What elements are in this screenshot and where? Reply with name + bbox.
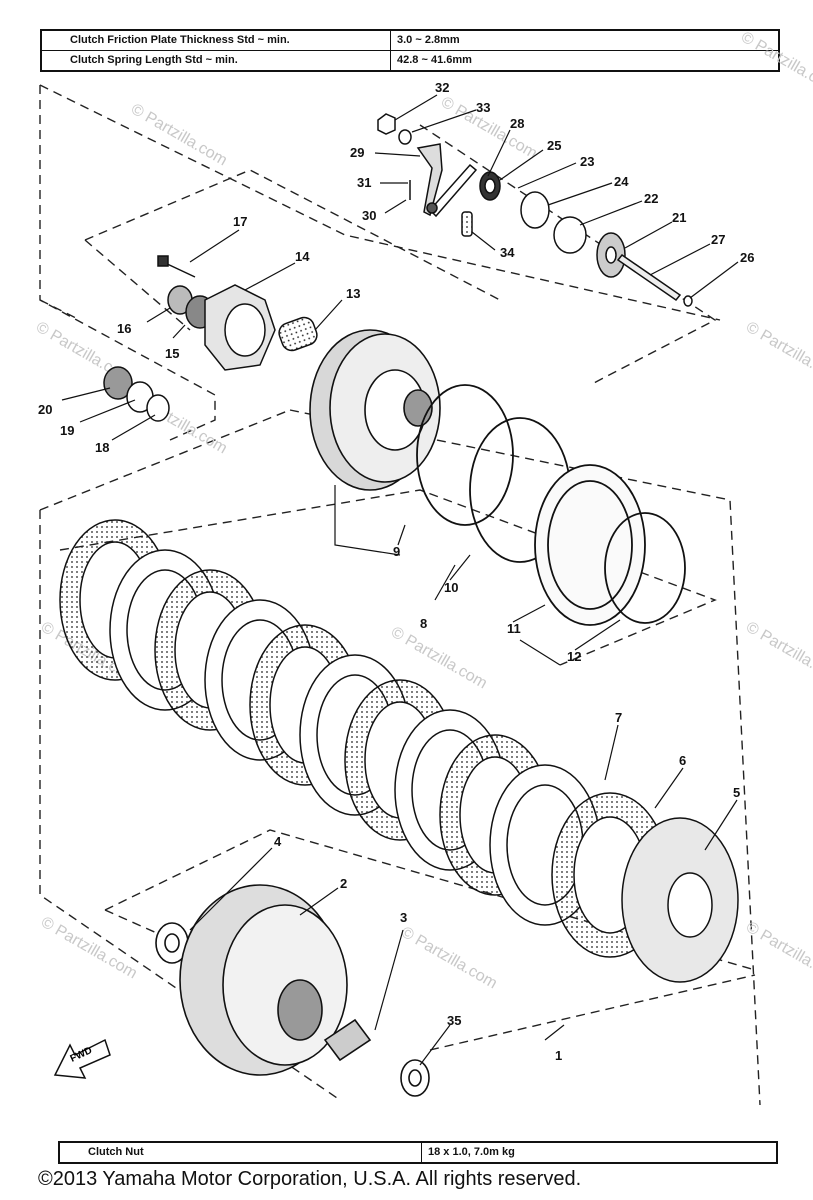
callout-13: 13	[346, 286, 360, 301]
callout-3: 3	[400, 910, 407, 925]
plate-part	[553, 216, 587, 254]
ring-part	[416, 384, 514, 526]
housing-center	[403, 389, 433, 427]
clutch-boss-assembly	[103, 255, 318, 422]
callout-14: 14	[295, 249, 310, 264]
spring-part	[461, 211, 473, 237]
washer-part	[146, 394, 170, 422]
plate-stack	[59, 519, 739, 983]
callout-17: 17	[233, 214, 247, 229]
callout-29: 29	[350, 145, 364, 160]
spec-label: Clutch Friction Plate Thickness Std ~ mi…	[42, 31, 391, 50]
callout-labels: 1 2 3 4 5 6 7 8 9 10 11 12 13 14 15 16 1…	[38, 80, 754, 1063]
callout-30: 30	[362, 208, 376, 223]
spec-table-bottom: Clutch Nut 18 x 1.0, 7.0m kg	[58, 1141, 778, 1164]
callout-2: 2	[340, 876, 347, 891]
callout-31: 31	[357, 175, 371, 190]
callout-12: 12	[567, 649, 581, 664]
spring-part	[278, 316, 318, 352]
callout-24: 24	[614, 174, 629, 189]
spec-row: Clutch Spring Length Std ~ min. 42.8 ~ 4…	[42, 51, 778, 70]
watermark: © Partzilla.com	[738, 29, 813, 98]
callout-23: 23	[580, 154, 594, 169]
clutch-housing	[309, 329, 441, 491]
bearing-inner	[484, 178, 496, 194]
primary-driven-gear	[155, 884, 430, 1097]
lever-arm-part	[428, 163, 478, 218]
callout-27: 27	[711, 232, 725, 247]
washer-part	[398, 129, 412, 145]
nut-part	[377, 113, 396, 135]
callout-1: 1	[555, 1048, 562, 1063]
leader-lines	[61, 94, 739, 1066]
adjuster-hole	[605, 246, 617, 264]
watermark: © Partzilla.com	[743, 619, 813, 688]
copyright-notice: ©2013 Yamaha Motor Corporation, U.S.A. A…	[38, 1168, 582, 1190]
callout-9: 9	[393, 544, 400, 559]
steel-plate-inner	[547, 480, 633, 610]
callout-33: 33	[476, 100, 490, 115]
callout-15: 15	[165, 346, 179, 361]
spec-value: 3.0 ~ 2.8mm	[397, 34, 460, 46]
spec-value: 18 x 1.0, 7.0m kg	[428, 1146, 515, 1158]
callout-8: 8	[420, 616, 427, 631]
gear-hub	[277, 979, 323, 1041]
lever-part	[416, 143, 443, 217]
callout-22: 22	[644, 191, 658, 206]
spec-label: Clutch Nut	[60, 1143, 422, 1162]
upper-rings	[416, 384, 686, 626]
callout-10: 10	[444, 580, 458, 595]
fwd-arrow-icon: FWD	[53, 1038, 111, 1079]
callout-25: 25	[547, 138, 561, 153]
callout-7: 7	[615, 710, 622, 725]
callout-11: 11	[507, 621, 521, 636]
watermark: © Partzilla.com	[128, 101, 230, 170]
callout-21: 21	[672, 210, 686, 225]
push-rod-part	[616, 253, 682, 302]
hub-bore	[224, 303, 266, 357]
callout-35: 35	[447, 1013, 461, 1028]
spacer-part	[323, 1018, 372, 1062]
callout-4: 4	[274, 834, 282, 849]
callout-26: 26	[740, 250, 754, 265]
callout-16: 16	[117, 321, 131, 336]
spec-row: Clutch Nut 18 x 1.0, 7.0m kg	[60, 1143, 776, 1162]
callout-32: 32	[435, 80, 449, 95]
bearing-part	[103, 366, 133, 400]
spec-row: Clutch Friction Plate Thickness Std ~ mi…	[42, 31, 778, 51]
watermark: © Partzilla.com	[743, 919, 813, 988]
callout-6: 6	[679, 753, 686, 768]
spec-table-top: Clutch Friction Plate Thickness Std ~ mi…	[40, 29, 780, 72]
callout-20: 20	[38, 402, 52, 417]
watermark: © Partzilla.com	[398, 924, 500, 993]
callout-18: 18	[95, 440, 109, 455]
watermark: © Partzilla.com	[38, 914, 140, 983]
spec-label: Clutch Spring Length Std ~ min.	[42, 51, 391, 70]
steel-plate-part	[534, 464, 646, 626]
spec-value: 42.8 ~ 41.6mm	[397, 54, 472, 66]
watermark: © Partzilla.com	[743, 319, 813, 388]
callout-19: 19	[60, 423, 74, 438]
callout-28: 28	[510, 116, 524, 131]
ball-part	[683, 295, 693, 307]
pressure-lever-assembly	[377, 113, 693, 307]
pin-part	[426, 202, 438, 214]
callout-5: 5	[733, 785, 740, 800]
bolt-head	[157, 255, 169, 267]
plate-part	[520, 191, 550, 229]
callout-34: 34	[500, 245, 515, 260]
ring-part	[604, 512, 686, 624]
